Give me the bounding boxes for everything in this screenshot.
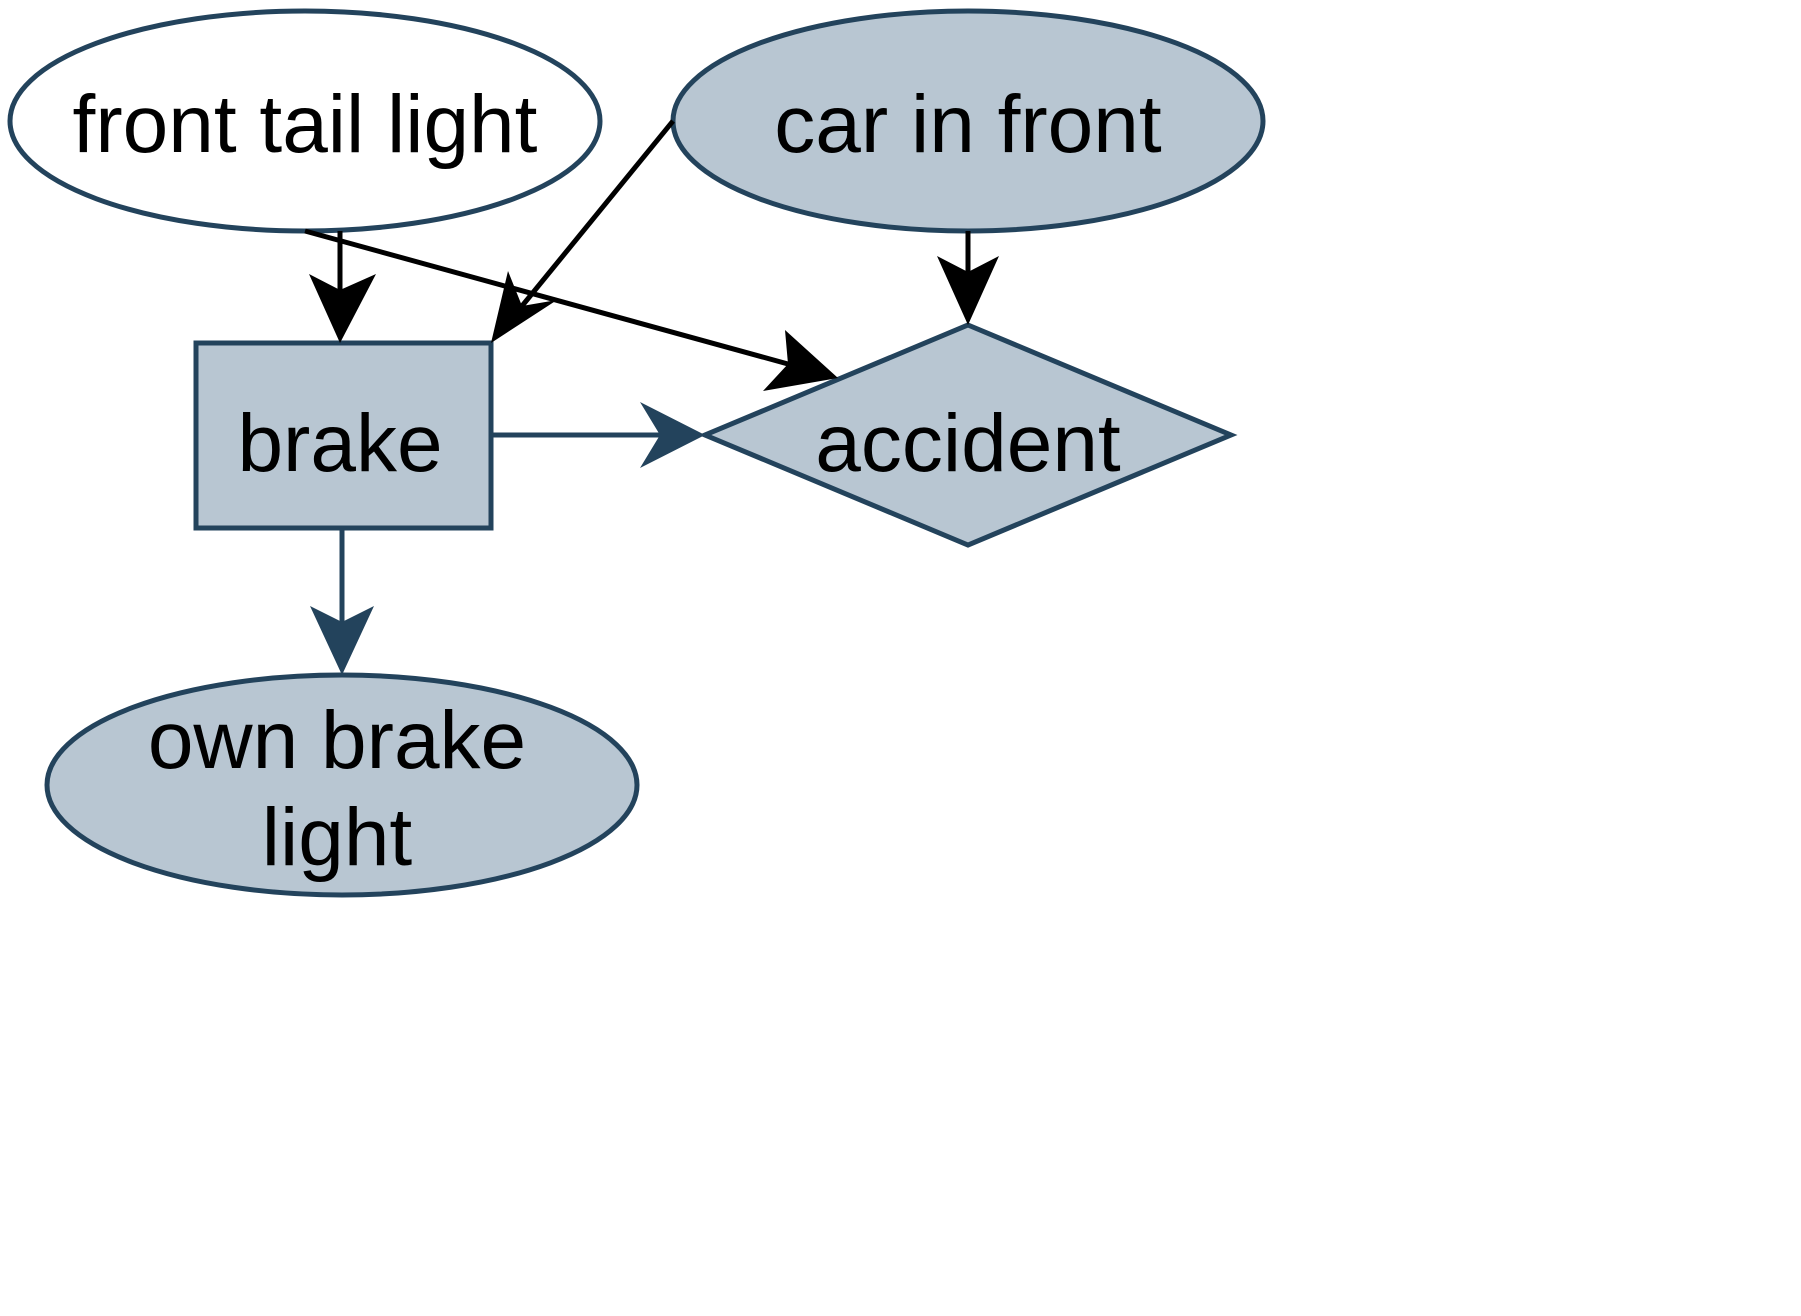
arrowhead: [640, 402, 705, 468]
edge-car-in-front-to-accident: [937, 231, 999, 325]
node-brake: brake: [193, 340, 494, 531]
arrowhead: [763, 330, 838, 391]
arrowhead: [310, 606, 374, 675]
own-brake-light-label-line2: light: [262, 792, 413, 883]
accident-shape: [698, 322, 1238, 548]
edge-front-tail-light-to-accident: [304, 228, 838, 391]
brake-label: brake: [237, 398, 442, 489]
arrowhead: [937, 256, 999, 325]
edge-car-in-front-to-brake: [491, 119, 675, 343]
edge-brake-to-own-brake-light: [310, 528, 374, 675]
accident-label: accident: [815, 398, 1121, 489]
car-in-front-label: car in front: [774, 79, 1162, 170]
arrowhead: [491, 271, 557, 343]
node-car-in-front: car in front: [670, 8, 1266, 234]
front-tail-light-label: front tail light: [73, 79, 538, 170]
arrowhead: [309, 274, 376, 343]
own-brake-light-label-line1: own brake: [148, 695, 526, 786]
node-accident: accident: [698, 322, 1238, 548]
edge-line: [304, 228, 789, 367]
edge-brake-to-accident: [491, 402, 705, 468]
node-own-brake-light: own brake light: [44, 672, 640, 898]
edge-line: [520, 119, 675, 308]
node-front-tail-light: front tail light: [7, 8, 603, 234]
